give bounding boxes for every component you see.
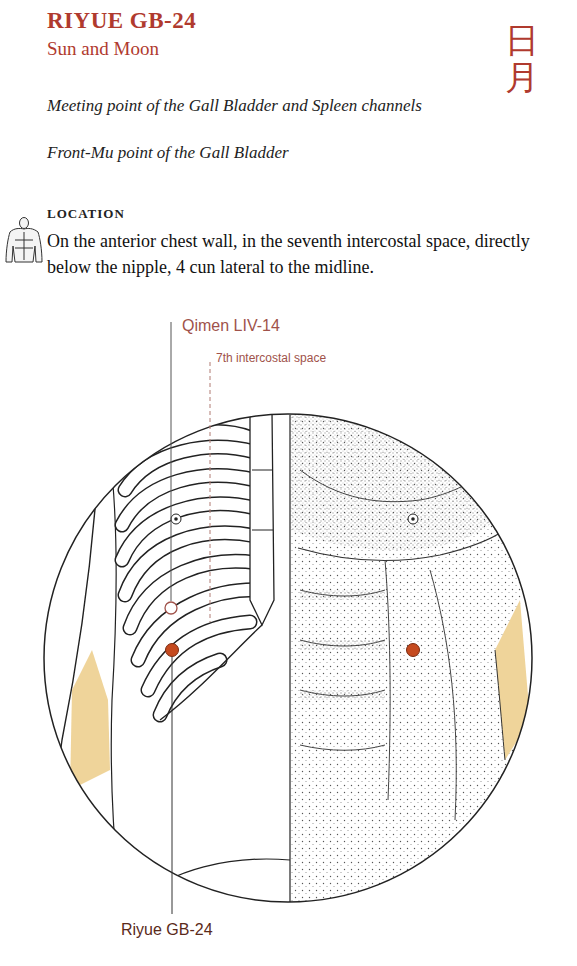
torso-icon	[6, 218, 42, 263]
english-name: Sun and Moon	[47, 38, 159, 60]
riyue-point	[407, 644, 420, 657]
point-category: Meeting point of the Gall Bladder and Sp…	[47, 94, 447, 118]
qimen-point	[165, 602, 177, 614]
location-text: On the anterior chest wall, in the seven…	[47, 228, 571, 280]
leader-line	[172, 657, 173, 914]
anatomy-label: 7th intercostal space	[216, 351, 326, 365]
point-category: Front-Mu point of the Gall Bladder	[47, 143, 289, 163]
point-title: RIYUE GB-24	[47, 8, 196, 34]
point-label: Riyue GB-24	[121, 921, 213, 939]
chinese-name: 日月	[505, 22, 539, 97]
section-heading: LOCATION	[47, 206, 125, 222]
riyue-point	[166, 644, 179, 657]
leader-line	[210, 362, 211, 622]
leader-line	[171, 322, 172, 601]
point-label: Qimen LIV-14	[182, 317, 280, 335]
